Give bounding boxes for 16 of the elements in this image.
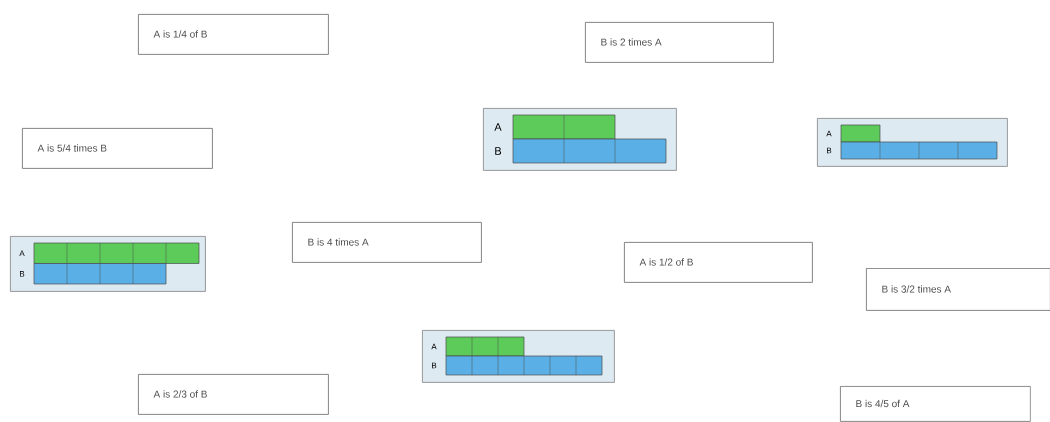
row-label: A	[826, 130, 832, 137]
row-label: A	[19, 250, 25, 256]
row-label: B	[827, 147, 832, 154]
row-label: A	[431, 343, 437, 350]
text-card: B is 4 times A	[292, 222, 482, 263]
text-card: B is 2 times A	[585, 22, 774, 63]
text-card: A is 5/4 times B	[22, 128, 213, 169]
text-card: A is 1/4 of B	[138, 14, 329, 55]
row-label: B	[495, 147, 502, 155]
text-card: B is 3/2 times A	[866, 268, 1050, 311]
row-label: B	[432, 362, 437, 369]
row-label: B	[20, 271, 25, 277]
text-card: B is 4/5 of A	[840, 386, 1031, 422]
text-card: A is 2/3 of B	[138, 374, 329, 415]
text-card: A is 1/2 of B	[624, 242, 813, 283]
row-label: A	[494, 123, 502, 131]
